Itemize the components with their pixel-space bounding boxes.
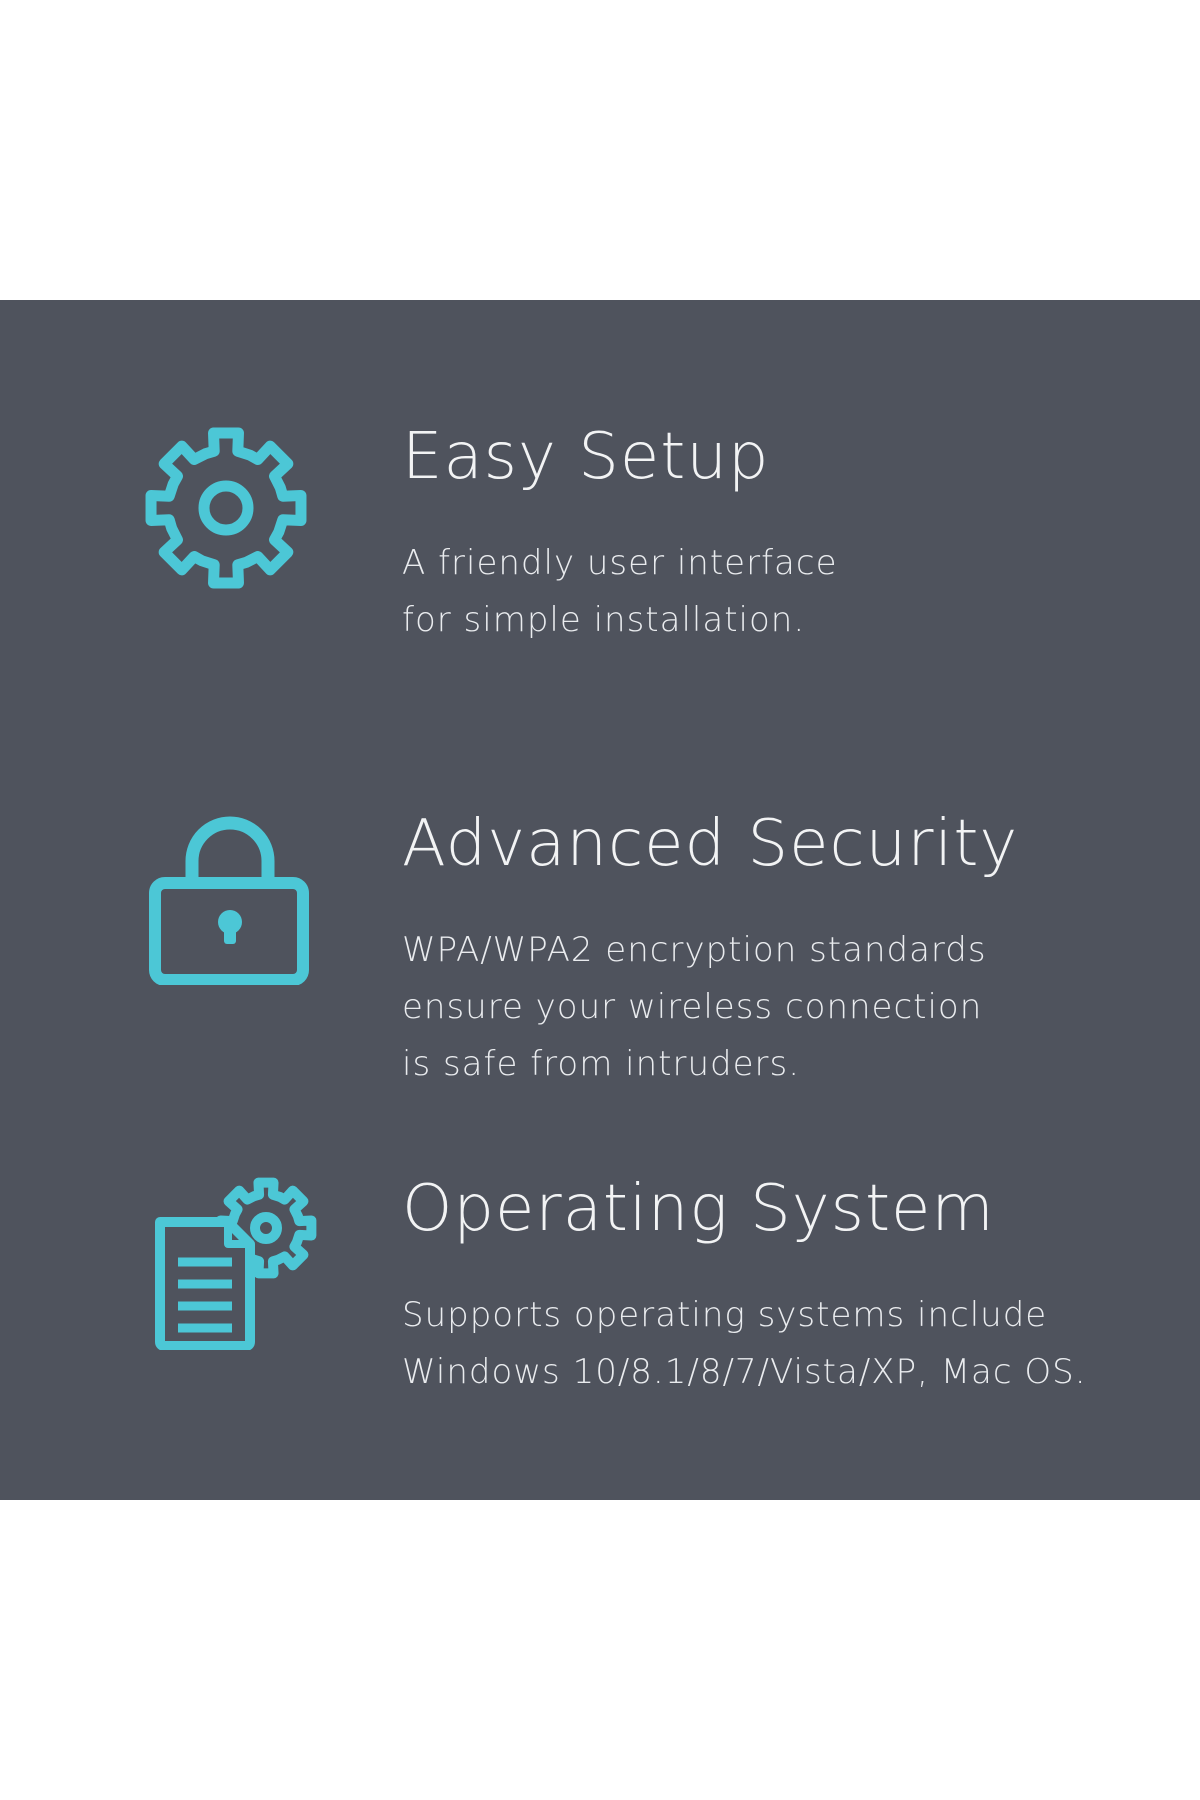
description-line: Windows 10/8.1/8/7/Vista/XP, Mac OS. [402, 1352, 1087, 1392]
lock-icon [140, 805, 320, 985]
description-line: ensure your wireless connection [402, 987, 983, 1027]
feature-title: Advanced Security [402, 807, 1019, 881]
feature-title: Easy Setup [402, 420, 770, 494]
document-gear-icon [148, 1170, 328, 1350]
gear-icon [140, 422, 320, 602]
feature-description: WPA/WPA2 encryption standards ensure you… [402, 922, 1018, 1093]
feature-description: Supports operating systems include Windo… [402, 1287, 1087, 1401]
description-line: Supports operating systems include [402, 1295, 1048, 1335]
description-line: WPA/WPA2 encryption standards [402, 930, 987, 970]
feature-panel: Easy Setup A friendly user interface for… [0, 300, 1200, 1500]
description-line: A friendly user interface [402, 543, 838, 583]
description-line: is safe from intruders. [402, 1044, 800, 1084]
feature-title: Operating System [402, 1172, 995, 1246]
feature-description: A friendly user interface for simple ins… [402, 535, 838, 649]
description-line: for simple installation. [402, 600, 806, 640]
